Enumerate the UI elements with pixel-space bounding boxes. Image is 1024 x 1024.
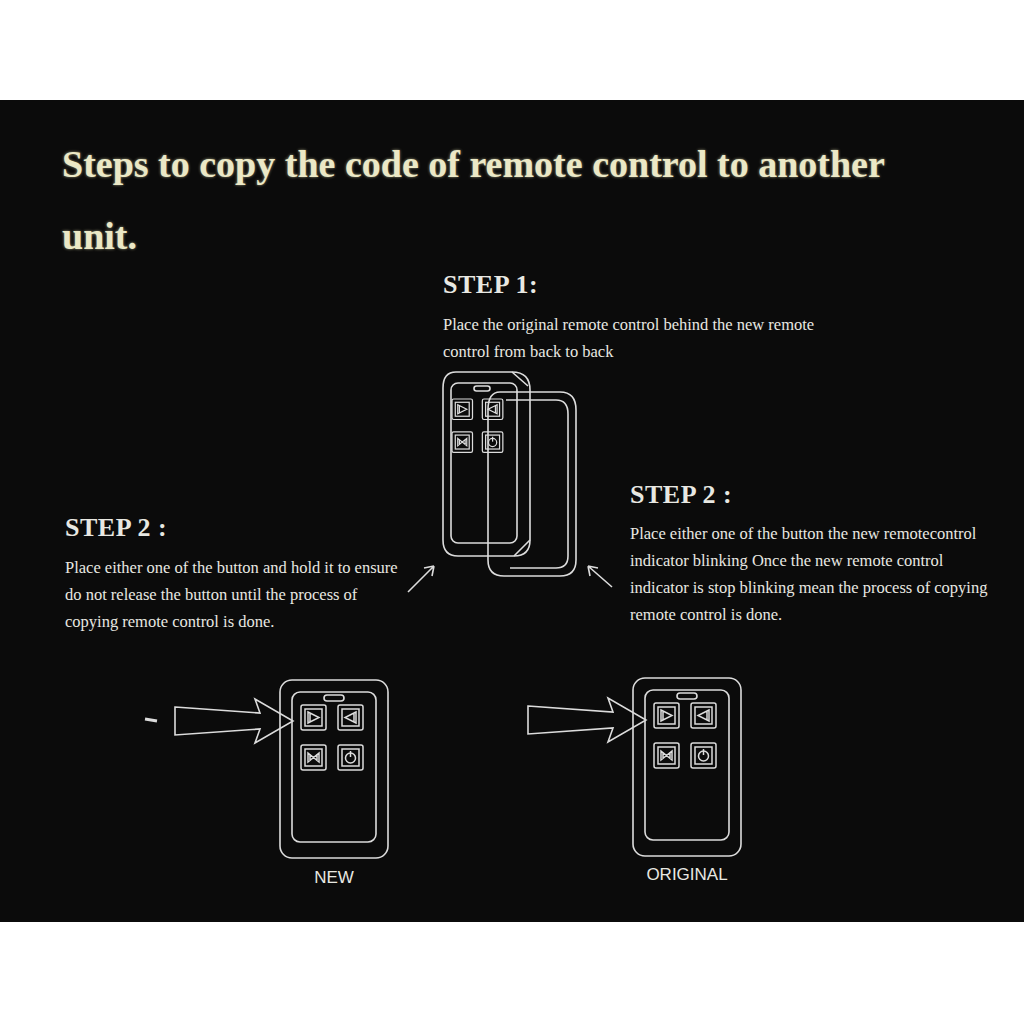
step-text: Place either one of the button the new r… — [630, 520, 992, 628]
remote-caption: NEW — [275, 868, 393, 888]
remote-caption: ORIGINAL — [617, 865, 757, 885]
step-text: Place either one of the button and hold … — [65, 554, 400, 635]
black-panel — [0, 100, 1024, 922]
step-text: Place the original remote control behind… — [443, 311, 863, 365]
step-heading: STEP 2 : — [630, 480, 930, 510]
step-heading: STEP 1: — [443, 270, 743, 300]
diagram-title: Steps to copy the code of remote control… — [62, 128, 942, 272]
step-heading: STEP 2 : — [65, 513, 365, 543]
